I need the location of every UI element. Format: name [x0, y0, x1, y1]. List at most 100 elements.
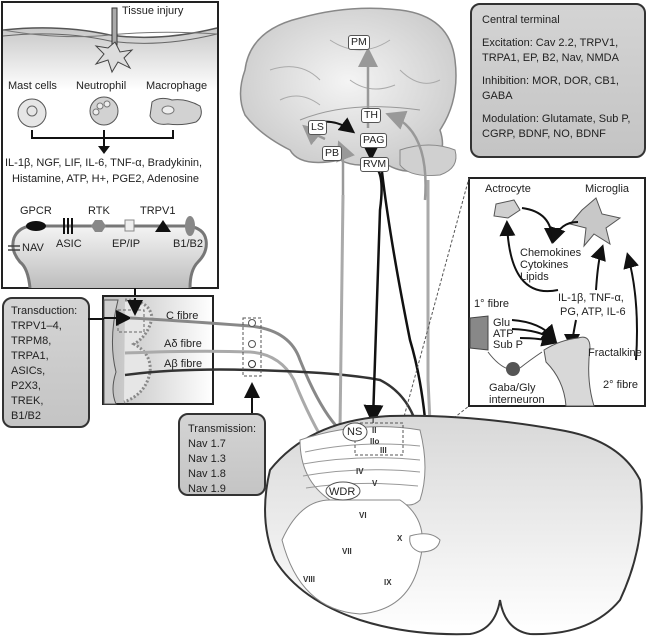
transduction-item: TRPV1–4, [11, 320, 62, 332]
central-terminal-box: Central terminal Excitation: Cav 2.2, TR… [470, 3, 646, 158]
macrophage-label: Macrophage [146, 80, 208, 92]
released-factors: Chemokines Cytokines Lipids [520, 247, 581, 283]
fractalkine-label: Fractalkine [588, 347, 642, 359]
spinal-cord [264, 414, 643, 636]
lamina-iio: IIo [370, 437, 380, 446]
astrocyte-label: Actrocyte [485, 183, 531, 195]
central-canal [409, 533, 441, 553]
ns-neuron [342, 422, 368, 442]
trpv1-label: TRPV1 [140, 205, 176, 217]
a-delta-fibre-line [124, 349, 332, 453]
b1-b2-label: B1/B2 [173, 238, 203, 250]
tissue-injury-label: Tissue injury [122, 5, 184, 17]
signals-line-2: PG, ATP, IL-6 [560, 306, 626, 318]
region-pag: PAG [360, 133, 388, 148]
a-beta-fibre-label: Aβ fibre [164, 358, 203, 370]
lamina-viii: VIII [303, 575, 316, 584]
epidermis [103, 299, 119, 405]
mediators-line-1: IL-1β, NGF, LIF, IL-6, TNF-α, Bradykinin… [5, 157, 203, 169]
primary-fibre-label: 1° fibre [474, 298, 509, 310]
central-terminal-title: Central terminal [482, 14, 560, 26]
transmission-item: Nav 1.7 [188, 438, 226, 450]
lamina-x: X [397, 534, 403, 543]
interneuron-icon [506, 362, 520, 376]
a-delta-fibre-label: Aδ fibre [164, 338, 202, 350]
asic-label: ASIC [56, 238, 82, 250]
b1-b2-icon [185, 216, 195, 236]
transduction-box: Transduction: TRPV1–4, TRPM8, TRPA1, ASI… [2, 297, 90, 428]
c-fibre-line [129, 316, 342, 432]
released-item: Lipids [520, 271, 549, 283]
mast-cell-icon [17, 98, 47, 128]
nav-icon [8, 245, 20, 251]
transmission-item: Nav 1.3 [188, 453, 226, 465]
ns-label: NS [347, 426, 363, 438]
transduction-title: Transduction: [11, 305, 78, 317]
gpcr-icon [26, 221, 46, 231]
rtk-label: RTK [88, 205, 110, 217]
released-item: Chemokines [520, 247, 582, 259]
gpcr-label: GPCR [20, 205, 52, 217]
wdr-neuron [325, 481, 361, 501]
transmission-zone [242, 317, 262, 377]
region-rvm: RVM [360, 157, 390, 172]
macrophage-icon [149, 97, 202, 126]
transduction-item: TREK, [11, 395, 44, 407]
primary-fibre-terminal [469, 315, 489, 351]
injury-site-icon [94, 41, 134, 74]
lamina-vii: VII [342, 547, 352, 556]
mast-cells-label: Mast cells [8, 80, 57, 92]
cerebellum [399, 144, 457, 176]
astrocyte-icon [493, 199, 521, 219]
lamina-i: I [372, 416, 375, 425]
mediators-line-2: Histamine, ATP, H+, PGE2, Adenosine [12, 173, 199, 185]
region-pm: PM [348, 35, 370, 50]
brain [239, 7, 457, 466]
secondary-fibre-label: 2° fibre [603, 379, 638, 391]
region-ls: LS [308, 120, 327, 135]
transmission-item: Nav 1.8 [188, 468, 226, 480]
lamina-vi: VI [359, 511, 367, 520]
transduction-item: TRPA1, [11, 350, 49, 362]
interneuron-line-2: interneuron [489, 394, 545, 406]
transduction-item: ASICs, [11, 365, 46, 377]
nav-label: NAV [22, 242, 44, 254]
ep-ip-icon [124, 219, 135, 232]
region-pb: PB [322, 146, 343, 161]
asic-icon [63, 218, 73, 234]
secondary-fibre [543, 336, 595, 407]
inhibition-line-1: Inhibition: MOR, DOR, CB1, [482, 75, 619, 87]
trpv1-icon [155, 220, 171, 232]
lamina-iv: IV [356, 467, 364, 476]
c-fibre-label: C fibre [166, 310, 199, 322]
excitation-line-2: TRPA1, EP, B2, Nav, NMDA [482, 52, 619, 64]
lamina-v: V [372, 479, 378, 488]
ventral-horn [281, 499, 423, 615]
modulation-line-1: Modulation: Glutamate, Sub P, [482, 113, 631, 125]
transduction-item: P2X3, [11, 380, 41, 392]
ep-ip-label: EP/IP [112, 238, 141, 250]
transmission-title: Transmission: [188, 423, 257, 435]
transmission-box: Transmission: Nav 1.7 Nav 1.3 Nav 1.8 Na… [178, 413, 266, 496]
microglia-label: Microglia [585, 183, 630, 195]
terminal-membrane [12, 226, 207, 288]
transmitter-item: ATP [493, 328, 514, 340]
transduction-item: B1/B2 [11, 410, 41, 422]
modulation-line-2: CGRP, BDNF, NO, BDNF [482, 128, 606, 140]
wdr-label: WDR [329, 486, 356, 498]
transmitter-item: Sub P [493, 339, 523, 351]
lamina-ix: IX [384, 578, 392, 587]
microglia-icon [569, 197, 622, 248]
lamina-iii: III [380, 446, 387, 455]
glia-panel [468, 177, 646, 407]
transmitters: Glu ATP Sub P [493, 318, 523, 351]
interneuron-line-1: Gaba/Gly [489, 382, 536, 394]
neutrophil-icon [89, 96, 119, 126]
signals-line-1: IL-1β, TNF-α, [558, 292, 624, 304]
transmitter-item: Glu [493, 317, 511, 329]
rtk-icon [91, 220, 106, 232]
transmission-item: Nav 1.9 [188, 483, 226, 495]
released-item: Cytokines [520, 259, 569, 271]
lamina-ii: II [372, 426, 377, 435]
